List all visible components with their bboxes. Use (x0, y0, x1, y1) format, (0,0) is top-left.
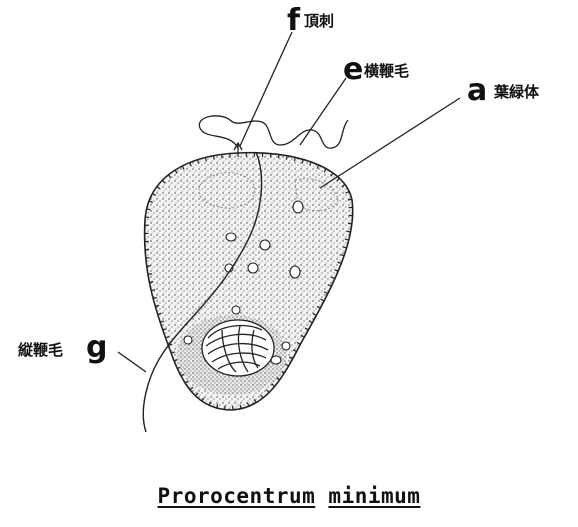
margin-spine (348, 223, 352, 224)
label-f-letter: f (287, 3, 301, 38)
label-f-text: 頂刺 (304, 12, 334, 30)
margin-spine (287, 156, 288, 160)
margin-spine (279, 154, 280, 158)
margin-spine (347, 231, 351, 232)
label-chloroplast: a 葉緑体 (467, 73, 540, 108)
margin-spine (348, 199, 352, 200)
transverse-flagellum (199, 116, 348, 148)
margin-spine (148, 274, 152, 275)
label-transverse-flagellum: e 横鞭毛 (343, 52, 409, 87)
caption-species: minimum (328, 484, 420, 508)
margin-spine (240, 405, 241, 409)
margin-spine (222, 154, 223, 158)
label-longitudinal-flagellum: 縦鞭毛 g (18, 330, 107, 365)
label-a-text: 葉緑体 (493, 83, 540, 101)
label-apical-spine: f 頂刺 (287, 3, 334, 38)
caption-genus: Prorocentrum (158, 484, 316, 508)
label-a-letter: a (467, 73, 487, 108)
margin-spine (213, 156, 214, 160)
species-caption: Prorocentrum minimum (0, 484, 578, 508)
label-g-text: 縦鞭毛 (18, 341, 63, 359)
label-e-text: 横鞭毛 (364, 62, 409, 80)
nucleus (202, 320, 274, 376)
label-g-letter: g (86, 330, 107, 365)
margin-spine (147, 266, 151, 267)
label-e-letter: e (343, 52, 363, 87)
margin-spine (149, 282, 153, 283)
